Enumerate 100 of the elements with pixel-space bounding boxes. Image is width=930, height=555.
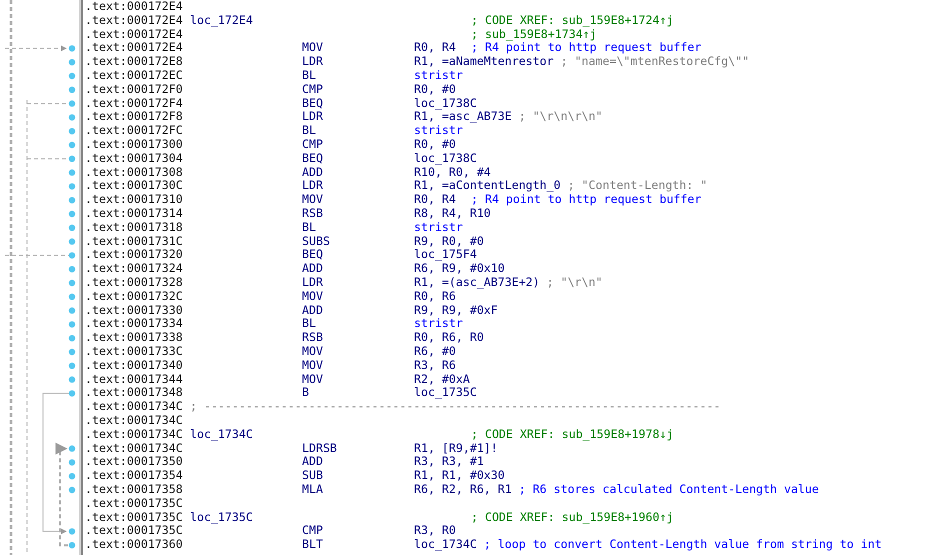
function-name: stristr <box>414 69 463 82</box>
function-name: stristr <box>414 220 463 234</box>
code-comment: ; R4 point to http request buffer <box>471 193 702 206</box>
address-text: .text:00017358 <box>85 483 183 496</box>
address-text: .text:000172EC <box>85 69 183 82</box>
instruction-mnemonic: LDR <box>302 276 323 289</box>
address-text: .text:00017324 <box>85 262 183 276</box>
instruction-mnemonic: MLA <box>302 483 323 496</box>
xref-comment: ; CODE XREF: sub_159E8+1724↑j <box>471 14 674 27</box>
instruction-mnemonic: SUB <box>302 469 323 482</box>
string-comment: ; "\r\n\r\n" <box>518 110 602 124</box>
function-name: stristr <box>414 124 463 138</box>
address-text: .text:0001735C <box>85 496 183 510</box>
address-text: .text:0001734C <box>85 442 183 455</box>
code-label: loc_172E4 <box>190 14 253 27</box>
instruction-mnemonic: B <box>302 386 309 400</box>
address-text: .text:0001735C <box>85 524 183 538</box>
address-text: .text:00017314 <box>85 207 183 220</box>
instruction-mnemonic: LDR <box>302 110 323 124</box>
xref-comment: ; CODE XREF: sub_159E8+1978↓j <box>471 428 674 441</box>
instruction-mnemonic: ADD <box>302 455 323 468</box>
operand-text: R10, R0, #4 <box>414 166 491 179</box>
instruction-mnemonic: MOV <box>302 193 323 206</box>
instruction-mnemonic: BLT <box>302 538 323 552</box>
code-label: loc_1735C <box>190 510 253 524</box>
operand-text: R0, R4 <box>414 193 456 206</box>
operand-text: R3, R3, #1 <box>414 455 484 468</box>
address-text: .text:00017320 <box>85 248 183 262</box>
separator-comment: ; -------------------------------------------------------------------------- <box>190 400 720 414</box>
instruction-mnemonic: BL <box>302 124 316 138</box>
instruction-mnemonic: ADD <box>302 166 323 179</box>
address-text: .text:00017354 <box>85 469 183 482</box>
address-text: .text:00017328 <box>85 276 183 289</box>
instruction-mnemonic: RSB <box>302 331 323 344</box>
address-text: .text:000172FC <box>85 124 183 138</box>
operand-text: R1, =asc_AB73E <box>414 110 512 124</box>
operand-text: R1, R1, #0x30 <box>414 469 505 482</box>
address-text: .text:000172E4 <box>85 0 183 13</box>
address-text: .text:00017360 <box>85 538 183 552</box>
address-text: .text:000172E4 <box>85 14 183 27</box>
operand-text: R9, R0, #0 <box>414 234 484 248</box>
address-text: .text:00017350 <box>85 455 183 468</box>
operand-text: R8, R4, R10 <box>414 207 491 220</box>
operand-text: loc_1738C <box>414 96 477 110</box>
instruction-mnemonic: BEQ <box>302 96 323 110</box>
address-text: .text:0001731C <box>85 234 183 248</box>
operand-text: loc_175F4 <box>414 248 477 262</box>
operand-text: R9, R9, #0xF <box>414 304 498 317</box>
code-label: loc_1734C <box>190 428 253 441</box>
instruction-mnemonic: ADD <box>302 304 323 317</box>
operand-text: R6, R9, #0x10 <box>414 262 505 276</box>
operand-text: R6, R2, R6, R1 <box>414 483 512 496</box>
address-text: .text:0001732C <box>85 290 183 303</box>
instruction-mnemonic: CMP <box>302 524 323 538</box>
instruction-mnemonic: BL <box>302 220 316 234</box>
address-text: .text:0001734C <box>85 400 183 414</box>
string-comment: ; "name=\"mtenRestoreCfg\"" <box>560 55 750 68</box>
address-text: .text:0001734C <box>85 428 183 441</box>
address-text: .text:00017308 <box>85 166 183 179</box>
code-comment: ; loop to convert Content-Length value from string to int <box>484 538 882 552</box>
address-text: .text:00017340 <box>85 358 183 372</box>
address-text: .text:00017318 <box>85 220 183 234</box>
address-text: .text:00017330 <box>85 304 183 317</box>
instruction-mnemonic: BL <box>302 317 316 330</box>
instruction-mnemonic: BL <box>302 69 316 82</box>
operand-text: R1, [R9,#1]! <box>414 442 498 455</box>
address-text: .text:00017300 <box>85 138 183 151</box>
code-comment: ; R6 stores calculated Content-Length value <box>518 483 819 496</box>
address-text: .text:00017344 <box>85 372 183 386</box>
instruction-mnemonic: LDR <box>302 179 323 192</box>
instruction-mnemonic: MOV <box>302 372 323 386</box>
instruction-mnemonic: LDRSB <box>302 442 337 455</box>
instruction-mnemonic: CMP <box>302 82 323 96</box>
operand-text: R2, #0xA <box>414 372 470 386</box>
operand-text: R0, R6 <box>414 290 456 303</box>
operand-text: R6, #0 <box>414 345 456 358</box>
address-text: .text:000172E8 <box>85 55 183 68</box>
operand-text: R1, =aContentLength_0 <box>414 179 561 192</box>
operand-text: R1, =aNameMtenrestor <box>414 55 554 68</box>
instruction-mnemonic: MOV <box>302 358 323 372</box>
address-text: .text:000172F8 <box>85 110 183 124</box>
operand-text: loc_1735C <box>414 386 477 400</box>
address-text: .text:0001735C <box>85 510 183 524</box>
address-text: .text:000172E4 <box>85 28 183 41</box>
code-comment: ; R4 point to http request buffer <box>471 41 702 54</box>
address-text: .text:000172E4 <box>85 41 183 54</box>
address-text: .text:000172F4 <box>85 96 183 110</box>
operand-text: loc_1734C <box>414 538 477 552</box>
operand-text: R3, R0 <box>414 524 456 538</box>
address-text: .text:00017338 <box>85 331 183 344</box>
instruction-mnemonic: MOV <box>302 290 323 303</box>
address-text: .text:0001733C <box>85 345 183 358</box>
operand-text: R0, #0 <box>414 82 456 96</box>
operand-text: R1, =(asc_AB73E+2) <box>414 276 540 289</box>
address-text: .text:00017304 <box>85 152 183 165</box>
instruction-mnemonic: BEQ <box>302 248 323 262</box>
address-text: .text:00017334 <box>85 317 183 330</box>
instruction-mnemonic: SUBS <box>302 234 330 248</box>
operand-text: loc_1738C <box>414 152 477 165</box>
instruction-mnemonic: MOV <box>302 345 323 358</box>
